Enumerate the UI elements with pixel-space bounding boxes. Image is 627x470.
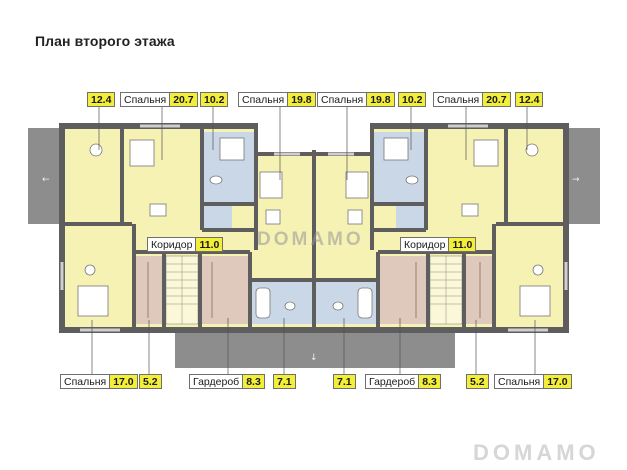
table-icon — [84, 143, 544, 276]
label-wc-right: 7.1 — [333, 374, 356, 389]
storage-right — [466, 256, 492, 324]
watermark-bottom: DOMAMO — [473, 440, 600, 465]
svg-text:↓: ↓ — [310, 353, 318, 363]
stairs-left — [165, 255, 199, 325]
label-balcony-right: 12.4 — [515, 92, 544, 107]
storage-left — [136, 256, 162, 324]
stairs-right — [429, 255, 463, 325]
label-wc-left: 7.1 — [273, 374, 296, 389]
svg-text:→: → — [572, 175, 580, 185]
label-storage-left: 5.2 — [139, 374, 162, 389]
bed-icon — [77, 139, 551, 317]
roof-right — [566, 128, 600, 224]
terrace-bottom — [175, 330, 455, 368]
watermark-center: DOMAMO — [257, 229, 364, 250]
wardrobe-right — [380, 256, 426, 324]
label-bath-top-left: 10.2 — [200, 92, 229, 107]
page-title: План второго этажа — [35, 33, 175, 49]
label-balcony-left: 12.4 — [87, 92, 116, 107]
label-storage-right: 5.2 — [466, 374, 489, 389]
svg-text:←: ← — [42, 175, 50, 185]
wardrobe-left — [202, 256, 248, 324]
label-bath-top-right: 10.2 — [398, 92, 427, 107]
plumbing-icon — [209, 137, 419, 319]
roof-left — [28, 128, 62, 224]
